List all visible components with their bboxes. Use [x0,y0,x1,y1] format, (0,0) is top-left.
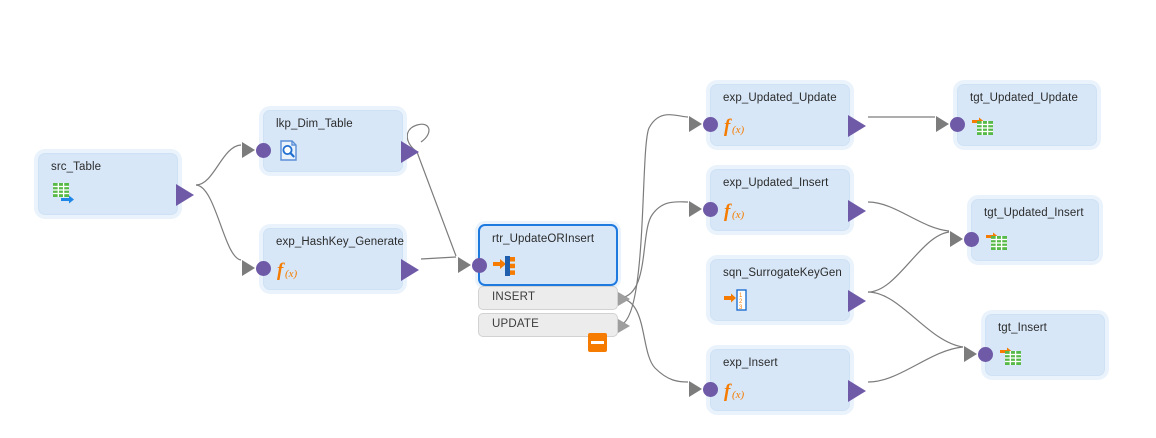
node-tgt_updated_update[interactable]: tgt_Updated_Update [936,84,1097,146]
svg-text:1: 1 [739,293,743,299]
svg-text:f: f [724,116,732,137]
output-port-exp_updated_update[interactable] [848,115,866,137]
node-rtr_updateorinsert[interactable]: rtr_UpdateORInsert [458,224,618,286]
node-lkp_dim_table[interactable]: lkp_Dim_Table [242,110,419,172]
sequence-icon: 1 2 3 [724,288,750,312]
node-title-tgt_updated_insert: tgt_Updated_Insert [984,207,1084,219]
node-src_table[interactable]: src_Table [38,153,194,215]
input-arrow-tgt_updated_insert [950,231,963,247]
input-port-exp_hashkey_generate[interactable] [256,261,271,276]
svg-text:3: 3 [739,305,743,311]
node-exp_insert[interactable]: exp_Insert f (x) [689,349,866,411]
target-table-icon [999,343,1025,367]
input-port-tgt_updated_insert[interactable] [964,232,979,247]
node-title-src_table: src_Table [51,161,102,173]
node-title-exp_insert: exp_Insert [723,357,778,369]
target-table-icon [985,228,1011,252]
svg-text:f: f [724,201,732,222]
node-title-exp_updated_update: exp_Updated_Update [723,92,837,104]
input-arrow-exp_updated_insert [689,201,702,217]
svg-text:2: 2 [739,299,743,305]
expression-icon: f (x) [724,198,750,222]
node-title-exp_hashkey_generate: exp_HashKey_Generate [276,236,404,248]
input-arrow-exp_updated_update [689,116,702,132]
input-arrow-exp_hashkey_generate [242,260,255,276]
svg-text:(x): (x) [732,389,745,401]
node-title-tgt_updated_update: tgt_Updated_Update [970,92,1078,104]
input-port-exp_updated_insert[interactable] [703,202,718,217]
input-arrow-tgt_updated_update [936,116,949,132]
lookup-icon [277,139,303,163]
source-table-icon [52,182,78,206]
router-group-label-insert_group: INSERT [492,291,536,303]
input-port-lkp_dim_table[interactable] [256,143,271,158]
node-exp_updated_update[interactable]: exp_Updated_Update f (x) [689,84,866,146]
output-port-exp_updated_insert[interactable] [848,200,866,222]
input-arrow-exp_insert [689,381,702,397]
node-title-tgt_insert: tgt_Insert [998,322,1047,334]
svg-text:(x): (x) [285,268,298,280]
output-port-src_table[interactable] [176,184,194,206]
output-port-exp_hashkey_generate[interactable] [401,259,419,281]
input-port-tgt_updated_update[interactable] [950,117,965,132]
node-title-sqn_surrogatekeygen: sqn_SurrogateKeyGen [723,267,842,279]
router-icon [493,254,519,278]
input-port-exp_insert[interactable] [703,382,718,397]
expression-icon: f (x) [277,257,303,281]
input-arrow-lkp_dim_table [242,142,255,158]
node-title-lkp_dim_table: lkp_Dim_Table [276,118,353,130]
input-arrow-rtr_updateorinsert [458,257,471,273]
output-port-exp_insert[interactable] [848,380,866,402]
node-exp_updated_insert[interactable]: exp_Updated_Insert f (x) [689,169,866,231]
node-exp_hashkey_generate[interactable]: exp_HashKey_Generate f (x) [242,228,419,290]
collapse-router-button[interactable] [588,333,607,352]
input-arrow-tgt_insert [964,346,977,362]
output-port-sqn_surrogatekeygen[interactable] [848,290,866,312]
output-port-update_group[interactable] [618,319,630,333]
node-tgt_updated_insert[interactable]: tgt_Updated_Insert [950,199,1099,261]
target-table-icon [971,113,997,137]
node-title-exp_updated_insert: exp_Updated_Insert [723,177,829,189]
output-port-lkp_dim_table[interactable] [401,141,419,163]
input-port-tgt_insert[interactable] [978,347,993,362]
svg-text:(x): (x) [732,209,745,221]
input-port-exp_updated_update[interactable] [703,117,718,132]
router-group-insert_group[interactable]: INSERT [478,286,630,310]
router-group-label-update_group: UPDATE [492,318,539,330]
node-sqn_surrogatekeygen[interactable]: sqn_SurrogateKeyGen 1 2 3 [710,259,866,321]
node-title-rtr_updateorinsert: rtr_UpdateORInsert [492,233,595,245]
svg-text:(x): (x) [732,124,745,136]
expression-icon: f (x) [724,113,750,137]
expression-icon: f (x) [724,378,750,402]
input-port-rtr_updateorinsert[interactable] [472,258,487,273]
svg-text:f: f [277,260,285,281]
svg-text:f: f [724,381,732,402]
node-tgt_insert[interactable]: tgt_Insert [964,314,1105,376]
output-port-insert_group[interactable] [618,292,630,306]
